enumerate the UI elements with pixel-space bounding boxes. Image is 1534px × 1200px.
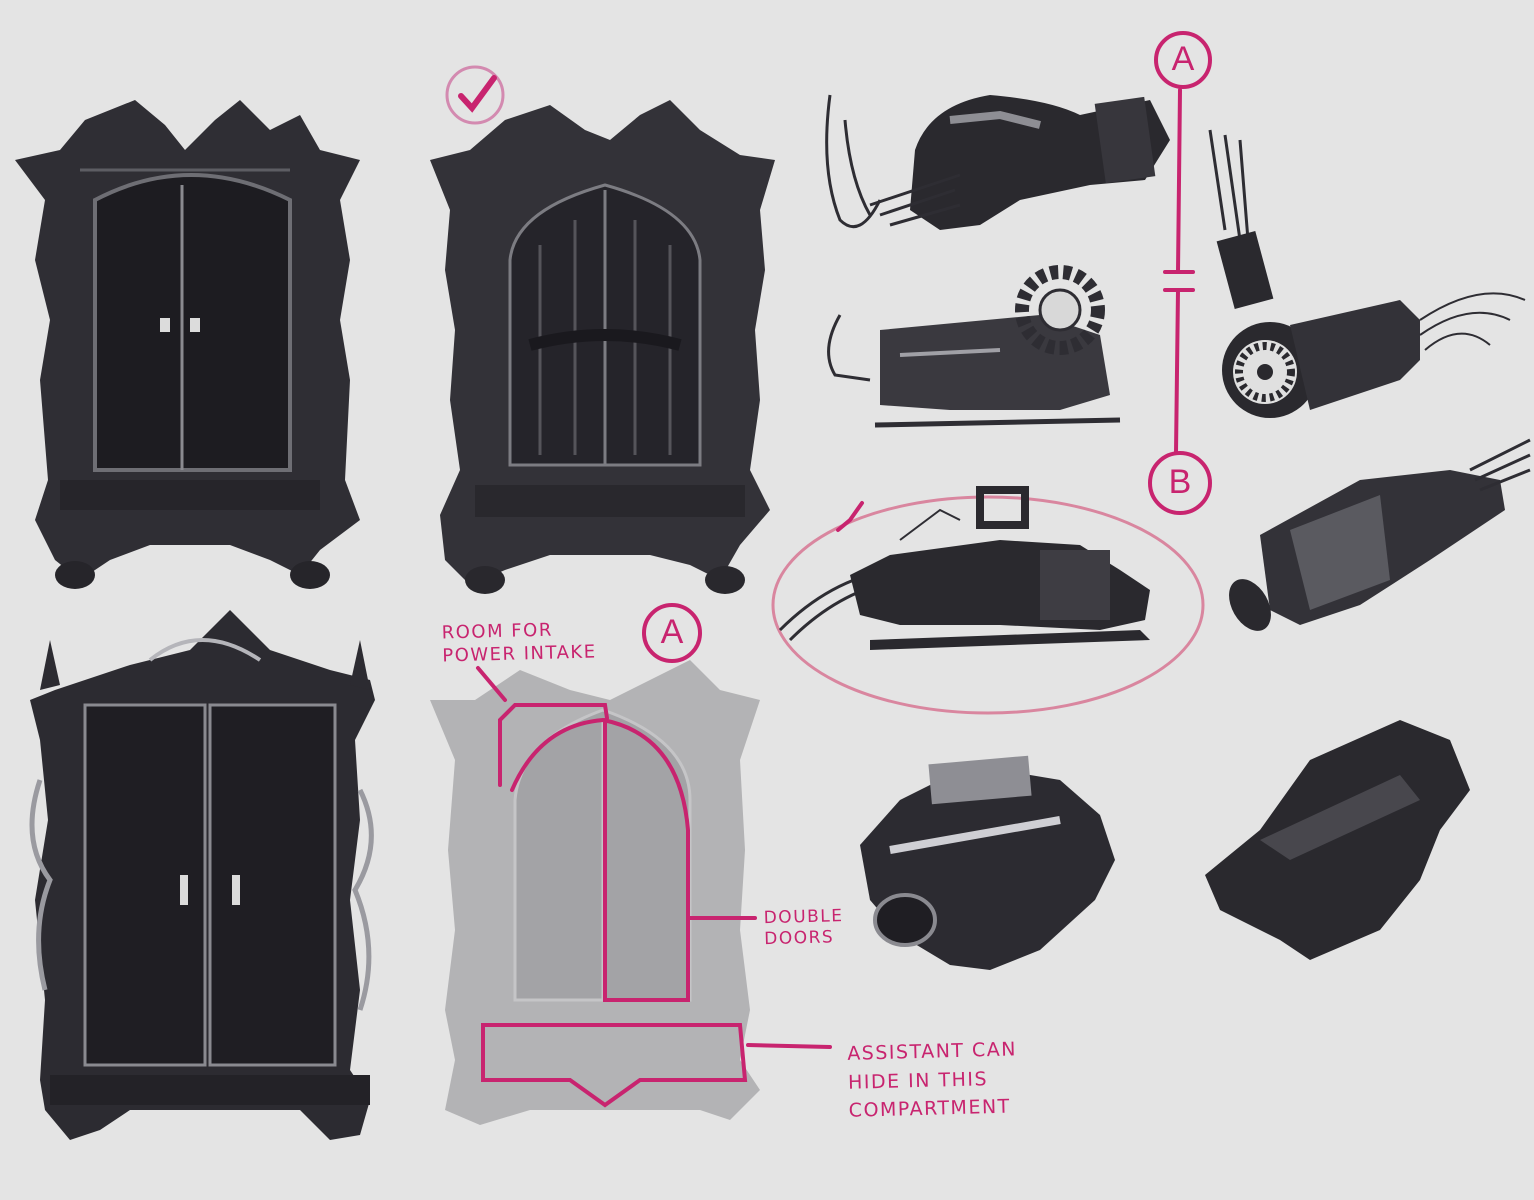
device-sketch-selected [771, 486, 1205, 715]
approval-check-icon [445, 65, 505, 125]
note-assistant-can-hide: ASSISTANT CAN HIDE IN THIS COMPARTMENT [846, 1038, 1018, 1122]
device-sketch-turbine [1208, 129, 1526, 418]
label-a-wardrobe-circle [642, 603, 702, 663]
label-b: B [1168, 463, 1192, 501]
leader-compartment [746, 1043, 832, 1049]
label-a-wardrobe: A [660, 613, 684, 651]
label-a-top-circle [1154, 31, 1212, 89]
device-sketch-gear [827, 265, 1121, 428]
power-intake-outline [498, 703, 609, 787]
device-sketch-block-2 [1205, 720, 1470, 960]
wardrobe-sketch-1 [15, 100, 360, 589]
wardrobe-markup [476, 666, 832, 1108]
note-room-for-power-intake: ROOM FOR POWER INTAKE [441, 619, 597, 666]
compartment-outline [481, 1023, 748, 1108]
label-a-top: A [1171, 40, 1195, 78]
door-arch-outline [510, 717, 690, 1002]
wardrobe-sketch-2 [430, 100, 775, 594]
wardrobe-sketch-3 [29, 610, 375, 1140]
leader-power-intake [476, 666, 507, 702]
a-b-connector [642, 31, 1212, 663]
device-sketch-block-1 [860, 755, 1115, 970]
wardrobe-sketch-4-faded [430, 660, 760, 1125]
note-double-doors: DOUBLE DOORS [763, 906, 844, 950]
device-sketch-cylinder [1229, 438, 1531, 631]
label-b-circle [1148, 451, 1212, 515]
device-sketch-a-top [825, 94, 1170, 230]
